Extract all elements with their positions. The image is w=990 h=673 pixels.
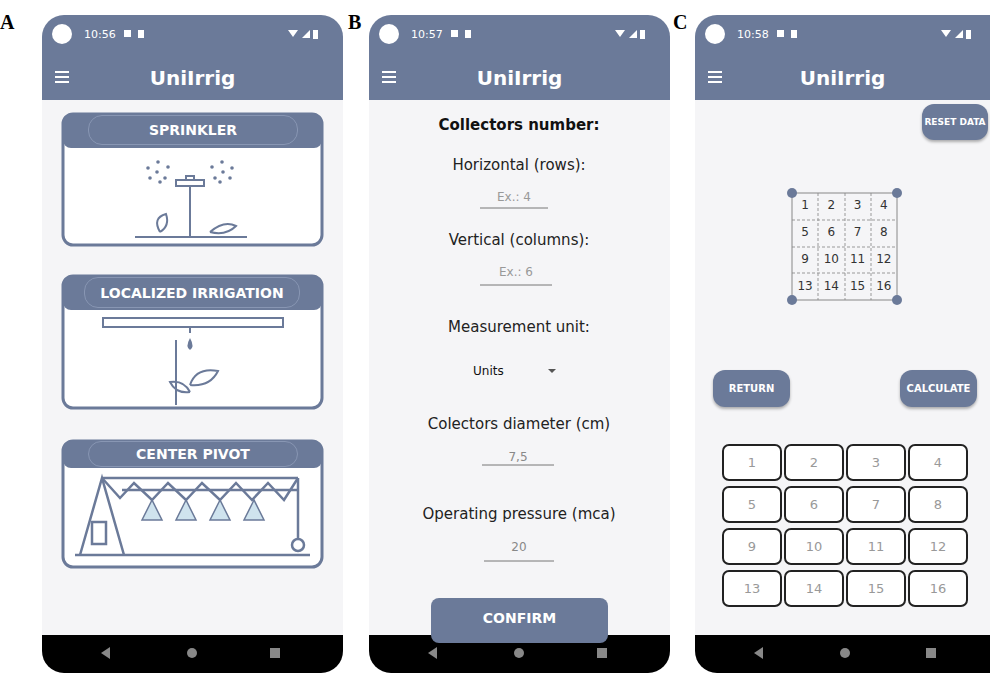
menu-card-header: SPRINKLER <box>88 115 298 145</box>
input-placeholder: 7 <box>872 497 880 512</box>
collector-input: 13 <box>722 570 782 607</box>
input-placeholder: 20 <box>511 541 526 553</box>
button-label: RESET DATA <box>924 117 985 127</box>
field-label: Measurement unit: <box>448 320 590 335</box>
app-title-bar: UniIrrig <box>42 55 343 100</box>
input-placeholder: 11 <box>868 539 885 554</box>
grid-number: 6 <box>828 226 836 238</box>
input-placeholder: 8 <box>934 497 942 512</box>
collector-input: 14 <box>784 570 844 607</box>
menu-card-header: CENTER PIVOT <box>88 441 298 467</box>
app-title-bar: UniIrrig <box>369 55 670 100</box>
status-time: 10:58 <box>737 29 769 40</box>
collector-input: 16 <box>908 570 968 607</box>
input-placeholder: 10 <box>806 539 823 554</box>
app-title: UniIrrig <box>800 66 886 90</box>
collector-input: 11 <box>846 528 906 565</box>
collector-input: 2 <box>784 444 844 481</box>
input-placeholder: 12 <box>930 539 947 554</box>
collector-input: 8 <box>908 486 968 523</box>
grid-number: 12 <box>876 253 891 265</box>
status-time: 10:56 <box>84 29 116 40</box>
panel-letter: C <box>673 12 687 32</box>
input-placeholder: 6 <box>810 497 818 512</box>
menu-card-title: CENTER PIVOT <box>136 446 250 462</box>
grid-number: 13 <box>797 280 812 292</box>
collector-input: 1 <box>722 444 782 481</box>
status-time: 10:57 <box>411 29 443 40</box>
collector-input: 10 <box>784 528 844 565</box>
button-label: RETURN <box>729 383 775 394</box>
panel-letter: A <box>0 12 14 32</box>
app-title-bar: UniIrrig <box>695 55 990 100</box>
input-placeholder: 7,5 <box>508 451 527 463</box>
input-placeholder: 9 <box>748 539 756 554</box>
action-button: CALCULATE <box>900 370 977 407</box>
input-placeholder: 5 <box>748 497 756 512</box>
input-placeholder: 16 <box>930 581 947 596</box>
grid-number: 5 <box>801 226 809 238</box>
collector-input: 4 <box>908 444 968 481</box>
dropdown-value: Units <box>473 365 504 377</box>
grid-number: 2 <box>828 199 836 211</box>
collector-input: 9 <box>722 528 782 565</box>
grid-number: 11 <box>850 253 865 265</box>
input-placeholder: Ex.: 6 <box>499 266 533 278</box>
input-placeholder: 4 <box>934 455 942 470</box>
field-label: Vertical (columns): <box>449 233 590 248</box>
action-button: RETURN <box>713 370 790 407</box>
confirm-button: CONFIRM <box>431 598 608 635</box>
grid-number: 15 <box>850 280 865 292</box>
menu-card-header: LOCALIZED IRRIGATION <box>84 277 300 308</box>
collector-input: 3 <box>846 444 906 481</box>
grid-number: 4 <box>880 199 888 211</box>
field-label: Colectors diameter (cm) <box>428 417 610 432</box>
grid-number: 3 <box>854 199 862 211</box>
grid-number: 16 <box>876 280 891 292</box>
action-button: RESET DATA <box>922 104 988 140</box>
panel-letter: B <box>348 12 361 32</box>
input-placeholder: 2 <box>810 455 818 470</box>
grid-number: 7 <box>854 226 862 238</box>
input-placeholder: Ex.: 4 <box>497 191 531 203</box>
input-placeholder: 15 <box>868 581 885 596</box>
app-title: UniIrrig <box>477 66 563 90</box>
input-placeholder: 1 <box>748 455 756 470</box>
grid-number: 8 <box>880 226 888 238</box>
grid-number: 9 <box>801 253 809 265</box>
grid-number: 14 <box>824 280 839 292</box>
app-title: UniIrrig <box>150 66 236 90</box>
collector-input: 7 <box>846 486 906 523</box>
menu-card-title: SPRINKLER <box>149 122 237 138</box>
input-placeholder: 14 <box>806 581 823 596</box>
button-label: CONFIRM <box>483 610 556 626</box>
collector-input: 5 <box>722 486 782 523</box>
button-label: CALCULATE <box>907 383 971 394</box>
field-label: Operating pressure (mca) <box>422 507 615 522</box>
collector-input: 6 <box>784 486 844 523</box>
menu-card-title: LOCALIZED IRRIGATION <box>100 285 283 301</box>
form-heading: Collectors number: <box>439 118 600 133</box>
grid-number: 10 <box>824 253 839 265</box>
field-label: Horizontal (rows): <box>452 158 585 173</box>
collector-input: 15 <box>846 570 906 607</box>
input-placeholder: 13 <box>744 581 761 596</box>
input-placeholder: 3 <box>872 455 880 470</box>
grid-number: 1 <box>801 199 809 211</box>
collector-input: 12 <box>908 528 968 565</box>
